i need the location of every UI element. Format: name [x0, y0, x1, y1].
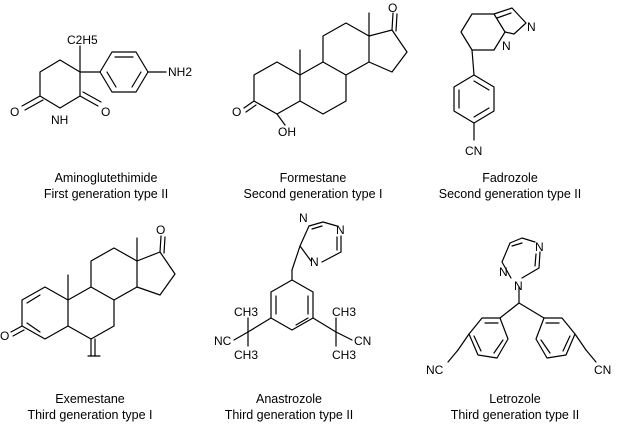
- compound-name: Anastrozole: [255, 392, 322, 406]
- compound-name: Fadrozole: [482, 171, 538, 185]
- compound-classification: Third generation type I: [27, 408, 153, 422]
- caption-anastrozole: Anastrozole Third generation type II: [189, 391, 389, 423]
- oxygen-left-label: O: [10, 105, 19, 119]
- caption-exemestane: Exemestane Third generation type I: [0, 391, 190, 423]
- triazole-n1-label: N: [336, 223, 345, 237]
- methyl-2-label: CH3: [234, 348, 258, 362]
- compound-classification: Third generation type II: [224, 408, 354, 422]
- caption-fadrozole: Fadrozole Second generation type II: [410, 170, 610, 202]
- anastrozole-structure: N N N CH3 NC CH3 CH3 CN CH3: [214, 211, 371, 362]
- compound-name: Formestane: [279, 171, 347, 185]
- ketone-17-label: O: [156, 223, 165, 237]
- hydroxyl-label: OH: [278, 125, 296, 139]
- compound-classification: Third generation type II: [450, 408, 580, 422]
- ketone-17-label: O: [388, 1, 397, 15]
- oxygen-right-label: O: [101, 105, 110, 119]
- compound-classification: Second generation type I: [243, 187, 383, 201]
- formestane-structure: O O OH: [232, 1, 408, 139]
- triazole-n2-label: N: [499, 265, 508, 279]
- fadrozole-structure: N N CN: [453, 7, 536, 158]
- ring-n2-label: N: [502, 39, 511, 53]
- letrozole-structure: N N N NC CN: [426, 237, 611, 377]
- imide-nh-label: NH: [51, 113, 68, 127]
- ring-n1-label: N: [527, 20, 536, 34]
- nitrile-right-label: CN: [354, 334, 371, 348]
- caption-formestane: Formestane Second generation type I: [213, 170, 413, 202]
- caption-letrozole: Letrozole Third generation type II: [415, 391, 615, 423]
- caption-aminoglutethimide: Aminoglutethimide First generation type …: [6, 170, 206, 202]
- methyl-4-label: CH3: [332, 348, 356, 362]
- compound-name: Aminoglutethimide: [54, 171, 158, 185]
- triazole-n3-label: N: [535, 240, 544, 254]
- triazole-n2-label: N: [310, 255, 319, 269]
- nitrile-label: CN: [465, 144, 482, 158]
- compound-name: Letrozole: [489, 392, 541, 406]
- ketone-3-label: O: [232, 105, 241, 119]
- ethyl-label: C2H5: [67, 33, 98, 47]
- ketone-3-label: O: [0, 329, 9, 343]
- exemestane-structure: O O: [0, 223, 176, 357]
- methyl-3-label: CH3: [332, 305, 356, 319]
- compound-classification: Second generation type II: [438, 187, 582, 201]
- triazole-n1-label: N: [514, 279, 523, 293]
- aminoglutethimide-structure: C2H5 NH2 NH O O: [10, 33, 192, 127]
- triazole-n3-label: N: [299, 211, 308, 225]
- compound-name: Exemestane: [55, 392, 125, 406]
- compound-classification: First generation type II: [43, 187, 169, 201]
- nitrile-right-label: CN: [594, 363, 611, 377]
- methyl-1-label: CH3: [234, 305, 258, 319]
- nitrile-left-label: NC: [426, 363, 444, 377]
- nitrile-left-label: NC: [214, 334, 232, 348]
- amine-label: NH2: [168, 65, 192, 79]
